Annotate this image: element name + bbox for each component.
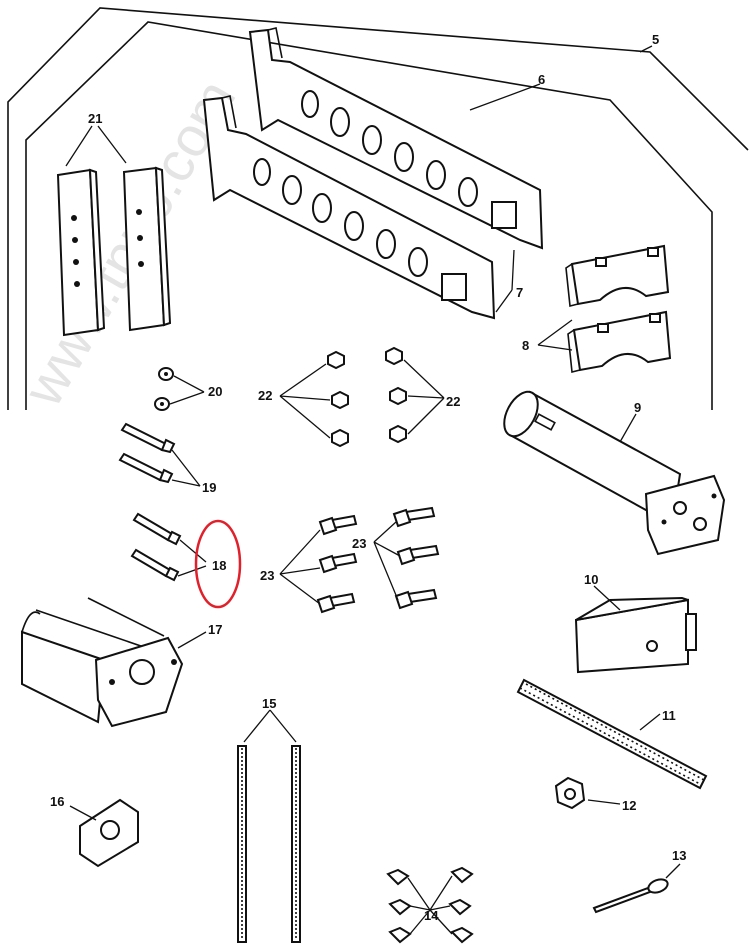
callout-8: 8 [522,338,529,353]
bolt-icon [316,506,440,614]
hex-nut-icon [554,776,586,810]
leader-19 [171,449,201,487]
arm-plate-icon [248,27,544,250]
callout-22b: 22 [446,394,460,409]
leader-14 [407,875,453,935]
highlight-circle [194,519,242,609]
spacer-plate-icon [56,166,172,337]
leader-21 [65,125,127,167]
pin-icon [592,878,669,914]
stud-icon [118,422,176,484]
callout-7: 7 [516,285,523,300]
leader-20 [169,375,205,405]
callout-23b: 23 [352,536,366,551]
callout-20: 20 [208,384,222,399]
leader-12 [587,799,621,805]
kit-outline-outer [7,7,749,410]
bracket-pair-icon [21,597,184,728]
leader-22a [279,363,331,439]
callout-18: 18 [212,558,226,573]
wing-nut-icon [386,866,474,944]
leader-7 [495,249,515,313]
leader-15 [243,709,297,743]
callout-14: 14 [424,908,439,923]
callout-17: 17 [208,622,222,637]
callout-21: 21 [88,111,102,126]
flat-nut-icon [79,798,139,868]
callout-16: 16 [50,794,64,809]
arm-plate-icon [202,95,496,320]
leader-6 [469,83,541,111]
leader-23b [373,521,401,601]
callout-10: 10 [584,572,598,587]
callout-23a: 23 [260,568,274,583]
leader-23a [279,529,321,605]
callout-22a: 22 [258,388,272,403]
leader-5 [639,45,653,53]
hub-casting-icon [565,244,672,373]
hex-nut-icon [327,346,407,448]
callout-6: 6 [538,72,545,87]
leader-8 [537,319,573,351]
callout-12: 12 [622,798,636,813]
leader-18 [177,539,207,577]
callout-13: 13 [672,848,686,863]
kit-outline-inner [25,21,713,410]
leader-11 [639,713,661,731]
stud-icon [237,745,301,943]
lock-washer-icon [154,367,174,411]
block-icon [574,596,697,674]
callout-5: 5 [652,32,659,47]
callout-9: 9 [634,400,641,415]
leader-10 [593,585,621,611]
leader-22b [403,359,445,435]
threaded-rod-icon [516,678,708,790]
leader-16 [69,805,97,821]
callout-15: 15 [262,696,276,711]
callout-11: 11 [662,708,676,723]
callout-19: 19 [202,480,216,495]
stud-icon [130,512,182,582]
leader-9 [619,413,637,443]
tube-icon [503,390,726,556]
leader-13 [665,863,681,879]
leader-17 [177,631,207,649]
